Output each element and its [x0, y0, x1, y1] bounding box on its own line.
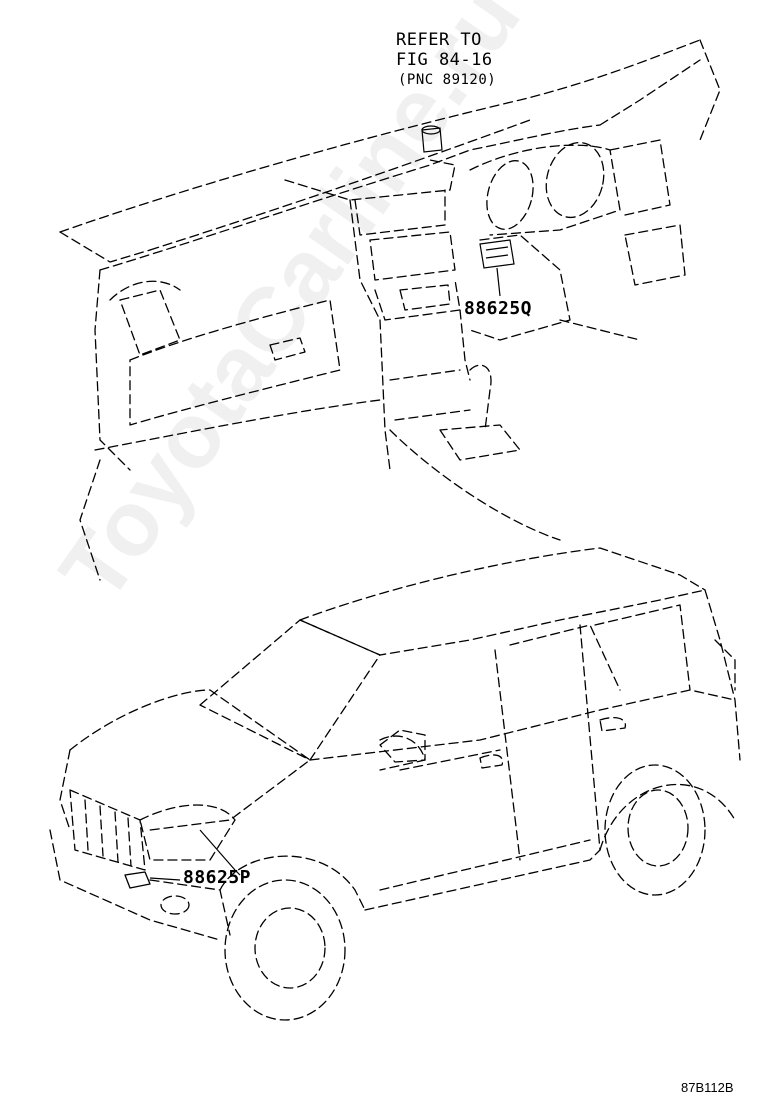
- part-label-88625p: 88625P: [183, 867, 252, 888]
- reference-line-1: REFER TO: [396, 30, 482, 50]
- sensor-88625q-shape: [479, 239, 515, 269]
- diagram-code: 87B112B: [681, 1080, 734, 1095]
- reference-line-3: (PNC 89120): [398, 72, 497, 88]
- ref-part-shape: [421, 127, 443, 153]
- part-label-88625q: 88625Q: [464, 298, 533, 319]
- reference-line-2: FIG 84-16: [396, 50, 493, 70]
- vehicle-outline: [49, 547, 741, 1021]
- callout-lines: [149, 125, 515, 881]
- dashboard-outline: [59, 39, 721, 581]
